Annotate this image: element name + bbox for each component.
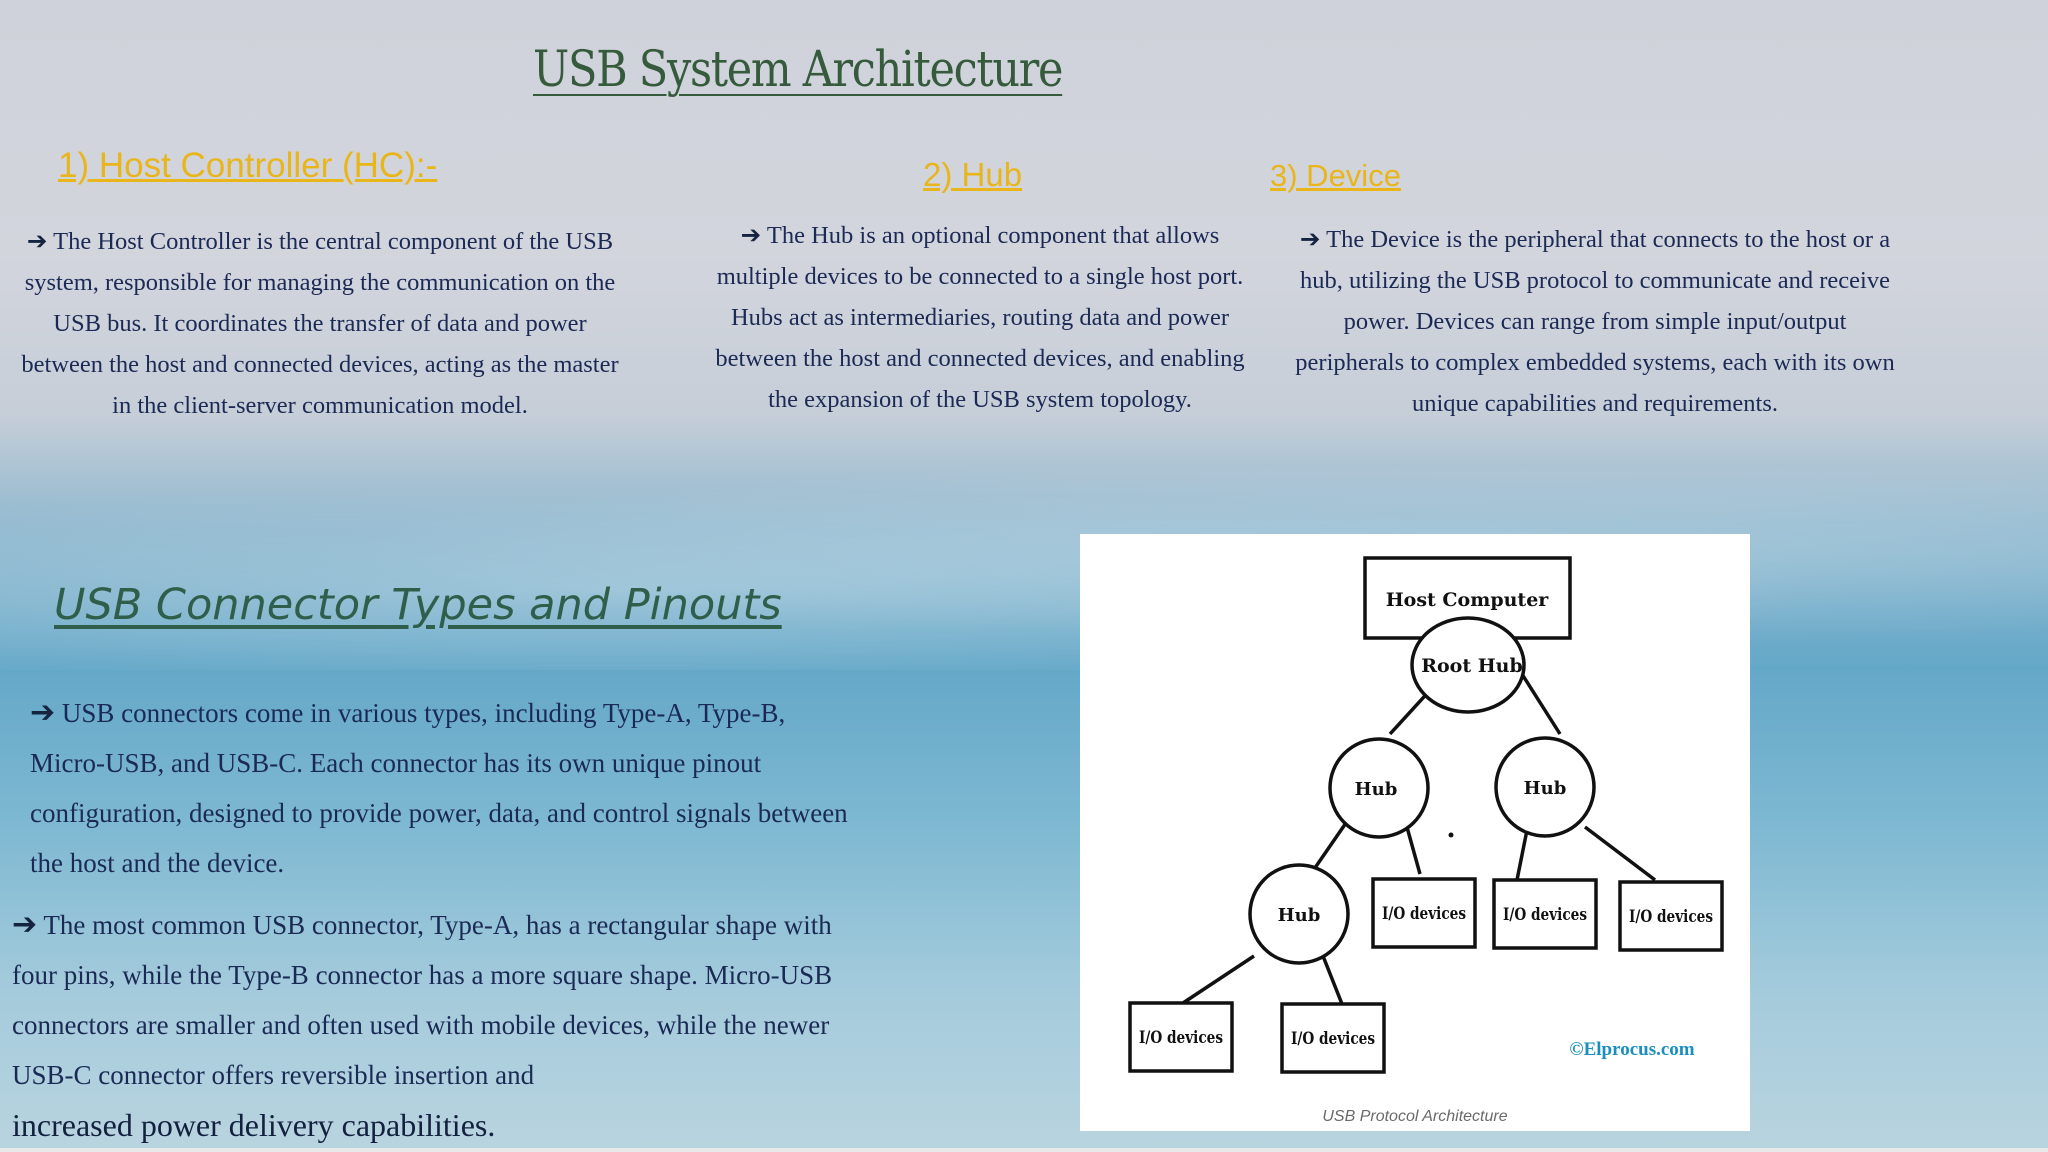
connectors-title: USB Connector Types and Pinouts bbox=[54, 580, 782, 630]
diagram-dot bbox=[1448, 832, 1454, 838]
section-heading-hub: 2) Hub bbox=[923, 156, 1023, 193]
io-device-box bbox=[1128, 1001, 1234, 1073]
hub-label: Hub bbox=[1278, 905, 1321, 926]
section-heading-host-controller: 1) Host Controller (HC):- bbox=[58, 146, 438, 185]
connector-line bbox=[1515, 829, 1529, 881]
hub-node bbox=[1494, 736, 1596, 838]
connector-line bbox=[1321, 955, 1344, 1005]
hub-node bbox=[1328, 737, 1430, 839]
arrow-right-icon: ➔ bbox=[26, 226, 48, 255]
io-device-box bbox=[1371, 877, 1477, 949]
hub-node bbox=[1248, 863, 1350, 965]
section-text: The Host Controller is the central compo… bbox=[21, 228, 619, 419]
io-device-label: I/O devices bbox=[1382, 904, 1466, 924]
connectors-paragraph-1: ➔ USB connectors come in various types, … bbox=[30, 688, 860, 888]
root-hub-node bbox=[1410, 616, 1526, 714]
page-title: USB System Architecture bbox=[533, 40, 1063, 98]
host-computer-label: Host Computer bbox=[1386, 589, 1550, 611]
io-device-label: I/O devices bbox=[1291, 1029, 1375, 1049]
usb-architecture-diagram: Host Computer Root Hub Hub Hub Hub I/O d… bbox=[1080, 534, 1750, 1131]
io-device-box bbox=[1492, 878, 1598, 950]
paragraph-text: The most common USB connector, Type-A, h… bbox=[12, 910, 833, 1090]
section-heading-device: 3) Device bbox=[1270, 158, 1401, 193]
section-text: The Device is the peripheral that connec… bbox=[1295, 226, 1895, 417]
paragraph-text-end: increased power delivery capabilities. bbox=[12, 1107, 496, 1143]
section-text: The Hub is an optional component that al… bbox=[715, 222, 1245, 413]
diagram-credit: ©Elprocus.com bbox=[1569, 1039, 1694, 1060]
arrow-right-icon: ➔ bbox=[12, 907, 38, 942]
connector-line bbox=[1583, 825, 1657, 882]
bottom-strip bbox=[0, 1148, 2048, 1152]
root-hub-label: Root Hub bbox=[1421, 655, 1523, 677]
io-device-box bbox=[1280, 1002, 1386, 1074]
paragraph-text: USB connectors come in various types, in… bbox=[30, 698, 848, 878]
hub-label: Hub bbox=[1524, 778, 1567, 799]
hub-label: Hub bbox=[1355, 779, 1398, 800]
arrow-right-icon: ➔ bbox=[740, 220, 762, 249]
section-body-host-controller: ➔ The Host Controller is the central com… bbox=[10, 220, 630, 426]
diagram-svg: Host Computer Root Hub Hub Hub Hub I/O d… bbox=[1128, 556, 1724, 1074]
io-device-label: I/O devices bbox=[1503, 905, 1587, 925]
connector-line bbox=[1182, 954, 1255, 1005]
connectors-paragraph-2: ➔ The most common USB connector, Type-A,… bbox=[12, 900, 862, 1152]
section-body-device: ➔ The Device is the peripheral that conn… bbox=[1290, 218, 1900, 424]
arrow-right-icon: ➔ bbox=[1299, 224, 1321, 253]
io-device-box bbox=[1618, 880, 1724, 952]
diagram-caption: USB Protocol Architecture bbox=[1322, 1108, 1508, 1125]
arrow-right-icon: ➔ bbox=[30, 695, 56, 730]
section-body-hub: ➔ The Hub is an optional component that … bbox=[700, 214, 1260, 420]
io-device-label: I/O devices bbox=[1629, 907, 1713, 927]
io-device-label: I/O devices bbox=[1139, 1028, 1223, 1048]
